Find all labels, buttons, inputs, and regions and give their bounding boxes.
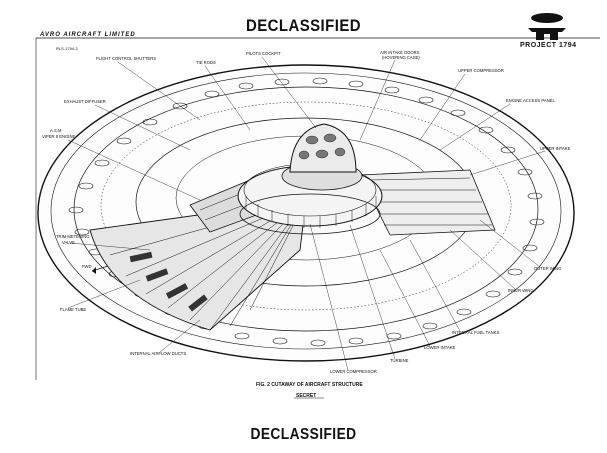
company-name: AVRO AIRCRAFT LIMITED bbox=[40, 32, 136, 38]
project-title: PROJECT 1794 bbox=[520, 42, 577, 49]
label-lower-compressor: LOWER COMPRESSOR bbox=[330, 369, 377, 374]
label-lower-intake: LOWER INTAKE bbox=[424, 345, 456, 350]
label-flame-tube: FLAME TUBE bbox=[60, 307, 86, 312]
declassified-stamp-top: DECLASSIFIED bbox=[245, 16, 362, 35]
label-tie-rods: TIE RODS bbox=[196, 60, 216, 65]
figure-caption: FIG. 2 CUTAWAY OF AIRCRAFT STRUCTURE bbox=[256, 382, 363, 388]
project-logo-icon bbox=[528, 13, 566, 40]
label-internal-airflow-ducts: INTERNAL AIRFLOW DUCTS bbox=[130, 351, 186, 356]
label-inner-wing: INNER WING bbox=[508, 288, 534, 293]
label-integral-fuel-tanks: INTEGRAL FUEL TANKS bbox=[452, 330, 499, 335]
label-flight-control-shutters: FLIGHT CONTROL SHUTTERS bbox=[96, 56, 156, 61]
label-turbine: TURBINE bbox=[390, 358, 409, 363]
label-trim-valve: VALVE bbox=[62, 240, 75, 245]
classification-mark: SECRET bbox=[296, 393, 316, 399]
label-upper-intake: UPPER INTAKE bbox=[540, 146, 571, 151]
label-fwd: FWD bbox=[82, 264, 92, 269]
document-number: RLS-1794-3 bbox=[56, 46, 78, 51]
label-outer-wing: OUTER WING bbox=[534, 266, 561, 271]
label-upper-compressor: UPPER COMPRESSOR bbox=[458, 68, 504, 73]
label-engine-access-panel: ENGINE ACCESS PANEL bbox=[506, 98, 555, 103]
label-exhaust-diffuser: EXHAUST DIFFUSER bbox=[64, 99, 106, 104]
label-air-intake-doors: AIR INTAKE DOORS bbox=[380, 50, 420, 55]
label-viper-engine: VIPER 8 ENGINE bbox=[42, 134, 75, 139]
declassified-stamp-bottom: DECLASSIFIED bbox=[250, 426, 357, 443]
label-trim-metering: TRIM METERING bbox=[56, 234, 90, 239]
label-air-intake-doors-case: (HOVERING CASE) bbox=[382, 55, 420, 60]
label-asm: A.S.M. bbox=[50, 128, 63, 133]
label-pilots-cockpit: PILOTS COCKPIT bbox=[246, 51, 281, 56]
